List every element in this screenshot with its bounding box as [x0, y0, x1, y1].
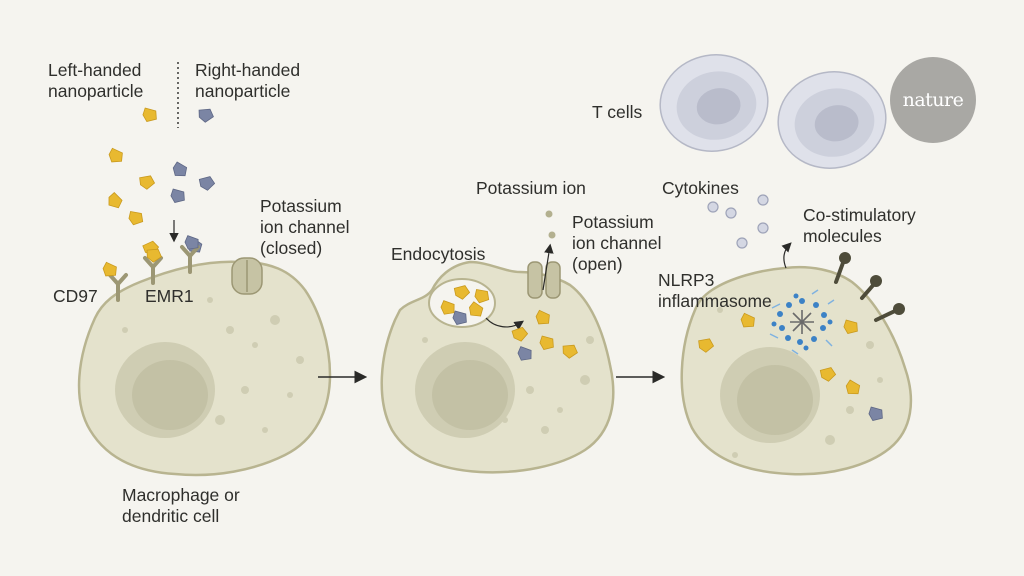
cd97-label: CD97 [53, 286, 98, 306]
emr1-label: EMR1 [145, 286, 194, 306]
left-handed-label: Left-handed nanoparticle [48, 60, 144, 101]
endocytosis-label: Endocytosis [391, 244, 486, 264]
receptors [108, 245, 200, 302]
potassium-ions [545, 210, 556, 239]
nanoparticle-cloud [104, 147, 217, 258]
cytokine-release-arrow [781, 242, 792, 269]
cytokines-label: Cytokines [662, 178, 739, 198]
t-cell [651, 45, 777, 161]
cell-endocytosis [380, 260, 615, 474]
k-channel-open [527, 261, 561, 299]
k-channel-open-label: Potassium ion channel (open) [572, 212, 662, 274]
t-cells-label: T cells [592, 102, 643, 122]
k-channel-closed [231, 257, 263, 295]
right-nanoparticle-icon [197, 107, 215, 124]
nature-logo: nature [890, 57, 976, 143]
costim-label: Co-stimulatory molecules [803, 205, 916, 246]
potassium-ion-label: Potassium ion [476, 178, 586, 198]
left-nanoparticle-icon [141, 107, 159, 124]
macrophage-label: Macrophage or dendritic cell [122, 485, 240, 526]
ion-efflux-arrow [542, 243, 554, 291]
cell-activated [680, 265, 913, 476]
nlrp3-label: NLRP3 inflammasome [658, 270, 772, 311]
nlrp3-inflammasome [769, 289, 835, 355]
right-handed-label: Right-handed nanoparticle [195, 60, 301, 101]
release-arrow [485, 317, 524, 330]
cytokines [707, 194, 769, 249]
cell-resting [77, 260, 332, 477]
t-cell [769, 62, 895, 178]
k-channel-closed-label: Potassium ion channel (closed) [260, 196, 350, 258]
